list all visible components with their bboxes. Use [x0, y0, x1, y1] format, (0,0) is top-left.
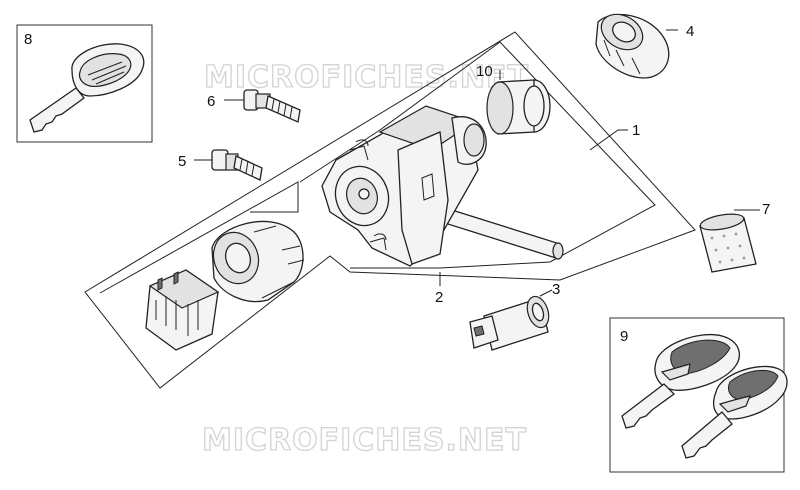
watermark-bottom: MICROFICHES.NET — [202, 423, 527, 458]
callout-7: 7 — [762, 201, 770, 218]
callout-8: 8 — [24, 31, 32, 48]
leader-1 — [589, 129, 628, 151]
callout-3: 3 — [552, 281, 560, 298]
callout-4: 4 — [686, 23, 694, 40]
part-3-lock-cylinder-icon — [469, 295, 550, 351]
part-10-sleeve-icon — [486, 79, 551, 135]
leader-3 — [539, 289, 553, 297]
contact-block-icon — [145, 269, 220, 351]
assembly-outline-inner-right — [299, 41, 656, 269]
assembly-outline-inner-left — [99, 181, 299, 294]
key-box-9-frame — [609, 317, 785, 473]
callout-10: 10 — [476, 63, 493, 80]
part-6-screw-icon — [243, 89, 301, 123]
key-box-8-frame — [16, 24, 153, 143]
assembly-outline-outer — [84, 31, 696, 389]
part-5-screw-icon — [211, 149, 263, 181]
callout-2: 2 — [435, 289, 443, 306]
contact-collar-icon — [211, 220, 305, 303]
callout-5: 5 — [178, 153, 186, 170]
part-4-cap-icon — [595, 13, 670, 79]
key-box-8 — [16, 24, 153, 143]
key-9b-icon — [681, 365, 788, 459]
part-7-bushing-icon — [699, 213, 757, 273]
watermark-top: MICROFICHES.NET — [204, 60, 529, 95]
part-2-ignition-body-icon — [321, 105, 564, 267]
callout-1: 1 — [632, 122, 640, 139]
leader-lines — [194, 29, 760, 297]
callout-6: 6 — [207, 93, 215, 110]
key-9a-icon — [621, 334, 740, 429]
key-box-9 — [609, 317, 788, 473]
assembly-outline-group — [84, 31, 696, 389]
callout-9: 9 — [620, 328, 628, 345]
key-8-icon — [29, 43, 145, 133]
